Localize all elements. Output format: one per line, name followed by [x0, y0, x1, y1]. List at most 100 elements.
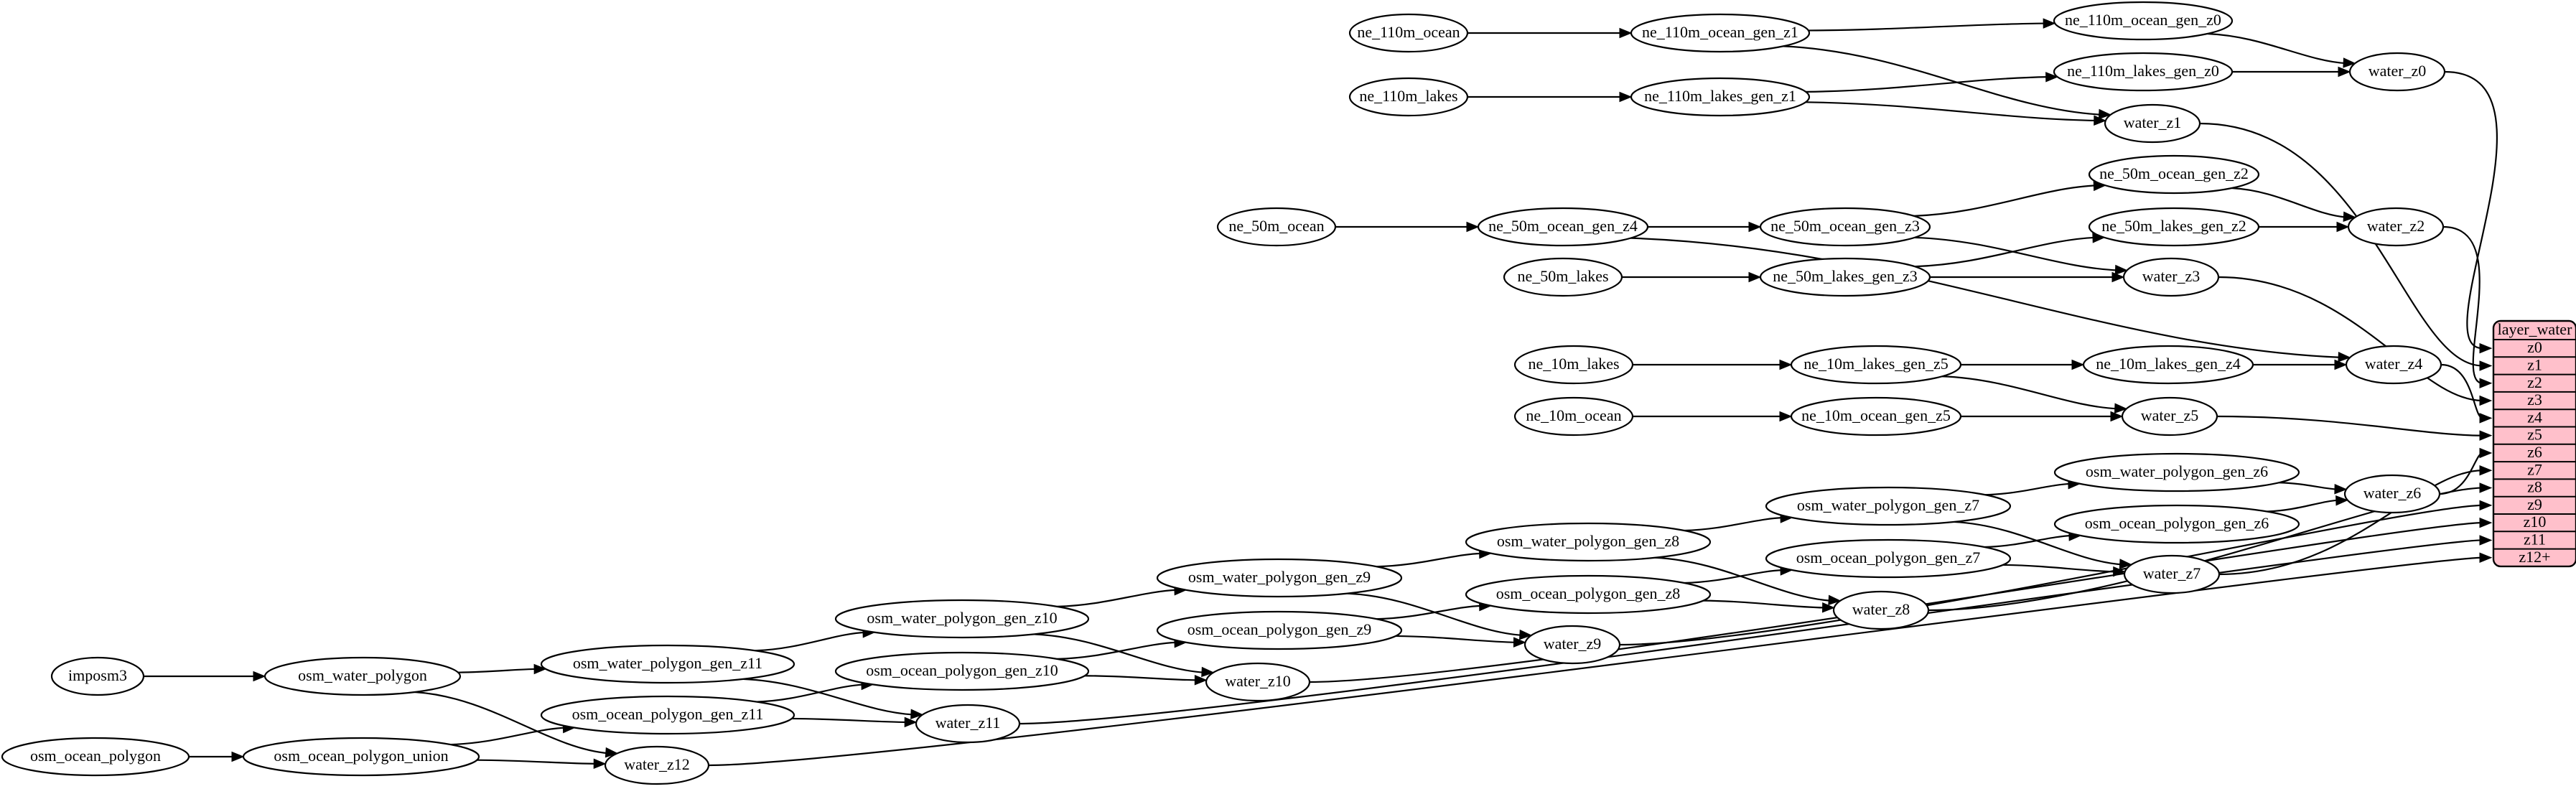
- node-shape[interactable]: [50, 656, 145, 696]
- graph-node-osm_ocean_polygon[interactable]: osm_ocean_polygon: [1, 737, 190, 777]
- graph-node-ne_110m_ocean[interactable]: ne_110m_ocean: [1348, 13, 1469, 53]
- graph-node-ne_50m_ocean_gen_z4[interactable]: ne_50m_ocean_gen_z4: [1477, 207, 1649, 247]
- graph-node-osm_water_polygon_gen_z7[interactable]: osm_water_polygon_gen_z7: [1765, 486, 2012, 526]
- node-shape[interactable]: [1630, 13, 1811, 53]
- node-shape[interactable]: [1503, 257, 1623, 297]
- node-shape[interactable]: [2347, 207, 2445, 247]
- graph-node-ne_10m_lakes_gen_z5[interactable]: ne_10m_lakes_gen_z5: [1790, 345, 1962, 385]
- node-shape[interactable]: [1465, 522, 1712, 562]
- node-shape[interactable]: [1513, 345, 1634, 385]
- graph-node-ne_10m_lakes_gen_z4[interactable]: ne_10m_lakes_gen_z4: [2082, 345, 2254, 385]
- node-shape[interactable]: [2121, 396, 2218, 436]
- graph-node-ne_50m_ocean[interactable]: ne_50m_ocean: [1216, 207, 1337, 247]
- graph-node-ne_10m_lakes[interactable]: ne_10m_lakes: [1513, 345, 1634, 385]
- graph-node-osm_water_polygon[interactable]: osm_water_polygon: [263, 656, 462, 696]
- graph-edge: [414, 691, 619, 758]
- node-shape[interactable]: [2343, 474, 2441, 514]
- graph-node-ne_110m_lakes[interactable]: ne_110m_lakes: [1348, 77, 1469, 117]
- node-shape[interactable]: [834, 651, 1090, 691]
- graph-edge: [791, 716, 918, 728]
- graph-node-water_z4[interactable]: water_z4: [2345, 345, 2442, 385]
- graph-node-water_z10[interactable]: water_z10: [1205, 662, 1311, 702]
- graph-node-osm_ocean_polygon_gen_z10[interactable]: osm_ocean_polygon_gen_z10: [834, 651, 1090, 691]
- node-shape[interactable]: [1790, 396, 1962, 436]
- graph-node-osm_ocean_polygon_union[interactable]: osm_ocean_polygon_union: [242, 737, 480, 777]
- node-shape[interactable]: [1348, 13, 1469, 53]
- node-shape[interactable]: [1, 737, 190, 777]
- node-shape[interactable]: [242, 737, 480, 777]
- graph-node-water_z6[interactable]: water_z6: [2343, 474, 2441, 514]
- node-shape[interactable]: [2348, 52, 2446, 92]
- node-shape[interactable]: [915, 704, 1021, 744]
- graph-node-osm_water_polygon_gen_z9[interactable]: osm_water_polygon_gen_z9: [1156, 558, 1403, 598]
- node-shape[interactable]: [1156, 610, 1403, 650]
- graph-node-osm_water_polygon_gen_z10[interactable]: osm_water_polygon_gen_z10: [834, 599, 1090, 639]
- graph-node-ne_110m_lakes_gen_z1[interactable]: ne_110m_lakes_gen_z1: [1630, 77, 1811, 117]
- node-shape[interactable]: [1759, 207, 1931, 247]
- graph-node-water_z12[interactable]: water_z12: [604, 745, 710, 785]
- graph-node-water_z7[interactable]: water_z7: [2123, 554, 2221, 594]
- node-shape[interactable]: [2345, 345, 2442, 385]
- node-shape[interactable]: [2122, 257, 2220, 297]
- graph-node-osm_water_polygon_gen_z8[interactable]: osm_water_polygon_gen_z8: [1465, 522, 1712, 562]
- node-shape[interactable]: [540, 644, 795, 684]
- graph-node-osm_ocean_polygon_gen_z11[interactable]: osm_ocean_polygon_gen_z11: [540, 695, 795, 735]
- node-shape[interactable]: [1205, 662, 1311, 702]
- graph-node-water_z1[interactable]: water_z1: [2104, 103, 2201, 144]
- graph-node-osm_ocean_polygon_gen_z7[interactable]: osm_ocean_polygon_gen_z7: [1765, 538, 2012, 579]
- graph-node-ne_50m_ocean_gen_z2[interactable]: ne_50m_ocean_gen_z2: [2088, 154, 2260, 195]
- graph-node-osm_water_polygon_gen_z6[interactable]: osm_water_polygon_gen_z6: [2053, 452, 2300, 492]
- graph-node-water_z0[interactable]: water_z0: [2348, 52, 2446, 92]
- node-shape[interactable]: [1832, 590, 1930, 630]
- graph-node-water_z5[interactable]: water_z5: [2121, 396, 2218, 436]
- node-shape[interactable]: [1765, 538, 2012, 579]
- graph-edge: [1914, 233, 2106, 268]
- edge-line: [2231, 187, 2347, 218]
- node-shape[interactable]: [2082, 345, 2254, 385]
- graph-node-imposm3[interactable]: imposm3: [50, 656, 145, 696]
- record-node-layer-water[interactable]: layer_waterz0z1z2z3z4z5z6z7z8z9z10z11z12…: [2492, 319, 2576, 568]
- graph-node-ne_110m_lakes_gen_z0[interactable]: ne_110m_lakes_gen_z0: [2053, 52, 2234, 92]
- graph-node-osm_ocean_polygon_gen_z6[interactable]: osm_ocean_polygon_gen_z6: [2053, 504, 2300, 544]
- node-shape[interactable]: [1477, 207, 1649, 247]
- graph-node-water_z3[interactable]: water_z3: [2122, 257, 2220, 297]
- graph-node-ne_50m_lakes[interactable]: ne_50m_lakes: [1503, 257, 1623, 297]
- node-shape[interactable]: [1790, 345, 1962, 385]
- node-shape[interactable]: [2104, 103, 2201, 144]
- node-shape[interactable]: [2088, 154, 2260, 195]
- graph-node-ne_50m_lakes_gen_z3[interactable]: ne_50m_lakes_gen_z3: [1759, 257, 1931, 297]
- node-shape[interactable]: [1523, 625, 1621, 665]
- graph-node-water_z9[interactable]: water_z9: [1523, 625, 1621, 665]
- node-shape[interactable]: [1759, 257, 1931, 297]
- node-shape[interactable]: [2123, 554, 2221, 594]
- node-shape[interactable]: [263, 656, 462, 696]
- node-shape[interactable]: [1216, 207, 1337, 247]
- graph-node-osm_ocean_polygon_gen_z9[interactable]: osm_ocean_polygon_gen_z9: [1156, 610, 1403, 650]
- graph-node-ne_110m_ocean_gen_z1[interactable]: ne_110m_ocean_gen_z1: [1630, 13, 1811, 53]
- graph-node-osm_ocean_polygon_gen_z8[interactable]: osm_ocean_polygon_gen_z8: [1465, 574, 1712, 615]
- graph-edge: [1655, 556, 1842, 606]
- node-shape[interactable]: [1156, 558, 1403, 598]
- node-shape[interactable]: [1630, 77, 1811, 117]
- graph-node-ne_50m_ocean_gen_z3[interactable]: ne_50m_ocean_gen_z3: [1759, 207, 1931, 247]
- node-shape[interactable]: [604, 745, 710, 785]
- graph-node-ne_50m_lakes_gen_z2[interactable]: ne_50m_lakes_gen_z2: [2088, 207, 2260, 247]
- node-shape[interactable]: [1348, 77, 1469, 117]
- graph-node-ne_10m_ocean[interactable]: ne_10m_ocean: [1513, 396, 1634, 436]
- node-shape[interactable]: [1765, 486, 2012, 526]
- node-shape[interactable]: [2053, 452, 2300, 492]
- graph-node-osm_water_polygon_gen_z11[interactable]: osm_water_polygon_gen_z11: [540, 644, 795, 684]
- node-shape[interactable]: [2053, 1, 2234, 41]
- node-shape[interactable]: [2053, 52, 2234, 92]
- node-shape[interactable]: [2053, 504, 2300, 544]
- graph-node-water_z11[interactable]: water_z11: [915, 704, 1021, 744]
- graph-node-water_z2[interactable]: water_z2: [2347, 207, 2445, 247]
- node-shape[interactable]: [834, 599, 1090, 639]
- node-shape[interactable]: [1465, 574, 1712, 615]
- graph-node-water_z8[interactable]: water_z8: [1832, 590, 1930, 630]
- graph-node-ne_10m_ocean_gen_z5[interactable]: ne_10m_ocean_gen_z5: [1790, 396, 1962, 436]
- node-shape[interactable]: [2088, 207, 2260, 247]
- node-shape[interactable]: [1513, 396, 1634, 436]
- node-shape[interactable]: [540, 695, 795, 735]
- graph-node-ne_110m_ocean_gen_z0[interactable]: ne_110m_ocean_gen_z0: [2053, 1, 2234, 41]
